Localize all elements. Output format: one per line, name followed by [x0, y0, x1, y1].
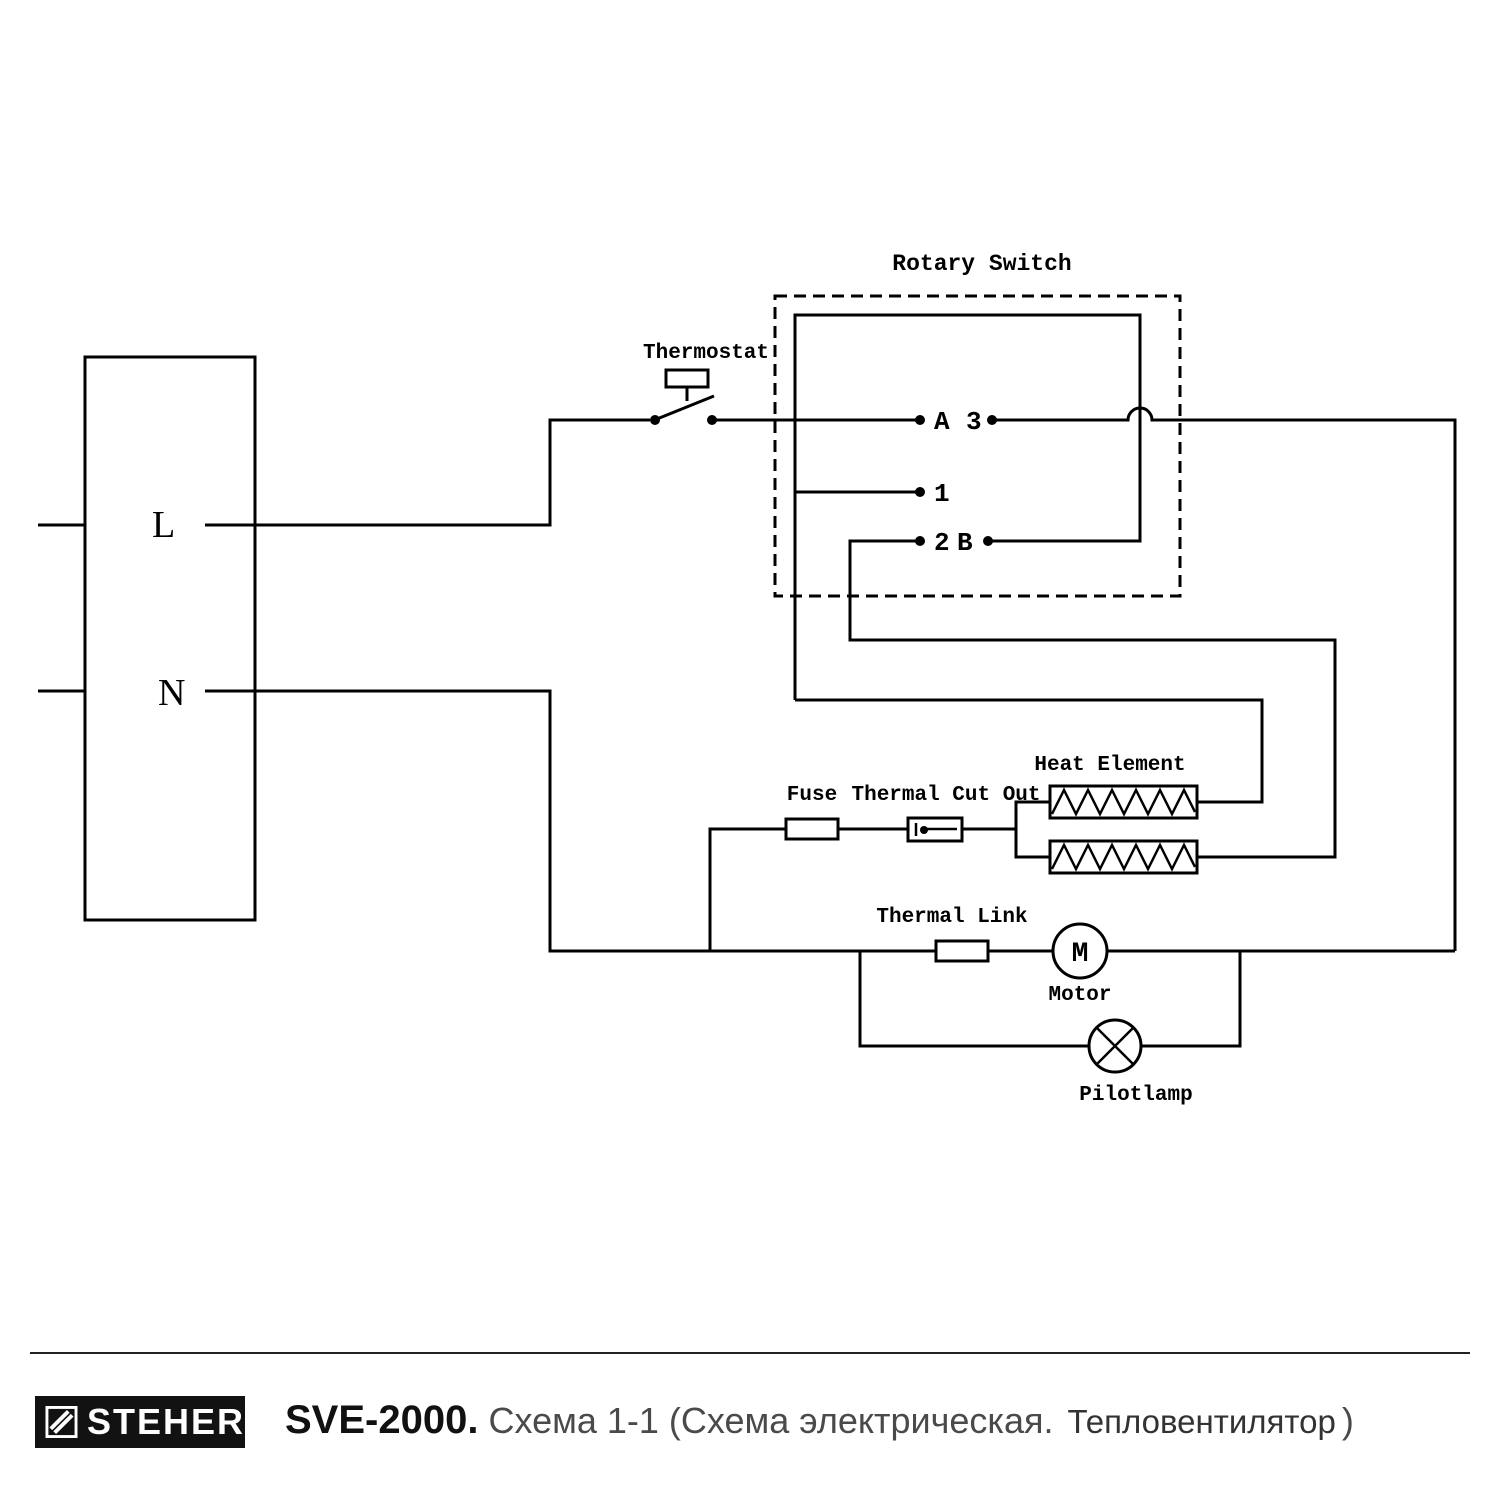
terminal-1-dot	[915, 487, 925, 497]
heat-element-1-resistor-zigzag	[1050, 787, 1197, 817]
thermal-cut-out-label: Thermal Cut Out	[851, 784, 1040, 807]
pilot-branch-right-wire	[1141, 951, 1242, 1048]
thermal-cut-out-contact-dot	[920, 826, 928, 834]
terminal-b-dot	[983, 536, 993, 546]
neutral-wire	[205, 689, 936, 953]
terminal-b-label: B	[957, 528, 973, 558]
pilot-lamp-cross	[1096, 1027, 1134, 1065]
brand-name: STEHER	[86, 1401, 245, 1442]
terminal-2-label: 2	[934, 528, 950, 558]
heat-element-label: Heat Element	[1034, 754, 1185, 777]
heat-elements: Heat Element	[795, 698, 1264, 875]
rotary-switch: Rotary Switch A 3 1 2 B	[773, 251, 1457, 951]
caption-close: )	[1341, 1400, 1354, 1441]
rotary-switch-boundary	[773, 294, 1182, 598]
fuse-body	[784, 817, 840, 841]
thermostat-switch-blade	[651, 394, 715, 423]
motor-label: Motor	[1048, 984, 1111, 1007]
wire-fuse-to-neutral	[708, 827, 786, 951]
fuse-symbol: Fuse	[708, 784, 908, 951]
thermostat-label: Thermostat	[643, 342, 769, 365]
steher-logo-icon	[45, 1406, 78, 1438]
heat-element-1-return-wire	[795, 698, 1264, 804]
terminal-3-wire-right-rail	[992, 406, 1457, 951]
terminal-2-dot	[915, 536, 925, 546]
power-terminal-box: L N	[38, 355, 257, 922]
motor-m-symbol: M	[1072, 939, 1089, 970]
thermostat-body	[664, 368, 710, 389]
footer-divider	[30, 1352, 1470, 1354]
motor-symbol: M Motor	[988, 922, 1455, 1007]
terminal-1-label: 1	[934, 479, 950, 509]
live-label: L	[152, 504, 175, 546]
live-wire	[205, 418, 650, 527]
caption: SVE-2000.Схема 1-1 (Схема электрическая.…	[285, 1398, 1465, 1443]
model-number: SVE-2000.	[285, 1398, 479, 1442]
steher-logo: STEHER	[35, 1396, 245, 1448]
thermostat-contact-dot-left	[650, 415, 660, 425]
thermal-cut-out-body	[906, 816, 964, 843]
thermal-link-label: Thermal Link	[876, 906, 1027, 929]
thermal-cut-out-symbol: Thermal Cut Out	[851, 784, 1041, 843]
rotary-inner-loop-wire	[793, 313, 1142, 700]
heat-element-2-resistor-zigzag	[1050, 842, 1197, 872]
neutral-label: N	[158, 672, 185, 714]
heat-element-common-wire	[1014, 800, 1050, 859]
thermostat-symbol: Thermostat	[643, 342, 769, 425]
power-box-outline	[83, 355, 257, 922]
thermal-link-body	[934, 939, 990, 963]
caption-text: Схема 1-1 (Схема электрическая.	[488, 1400, 1054, 1441]
rotary-switch-label: Rotary Switch	[892, 251, 1071, 277]
pilotlamp-label: Pilotlamp	[1079, 1084, 1192, 1107]
thermal-link-symbol: Thermal Link	[876, 906, 1028, 963]
wiring-diagram: L N Thermostat Rotary Switch	[38, 251, 1457, 1107]
terminal-3-dot	[987, 415, 997, 425]
terminal-3-label: 3	[966, 407, 982, 437]
terminal-2-wire	[848, 539, 1337, 859]
pilot-lamp-symbol: Pilotlamp	[858, 951, 1242, 1107]
fuse-label: Fuse	[787, 784, 837, 807]
terminal-a-dot	[915, 415, 925, 425]
terminal-a-label: A	[934, 407, 950, 437]
caption-product: Тепловентилятор	[1067, 1403, 1336, 1440]
pilot-branch-left-wire	[858, 951, 1089, 1048]
